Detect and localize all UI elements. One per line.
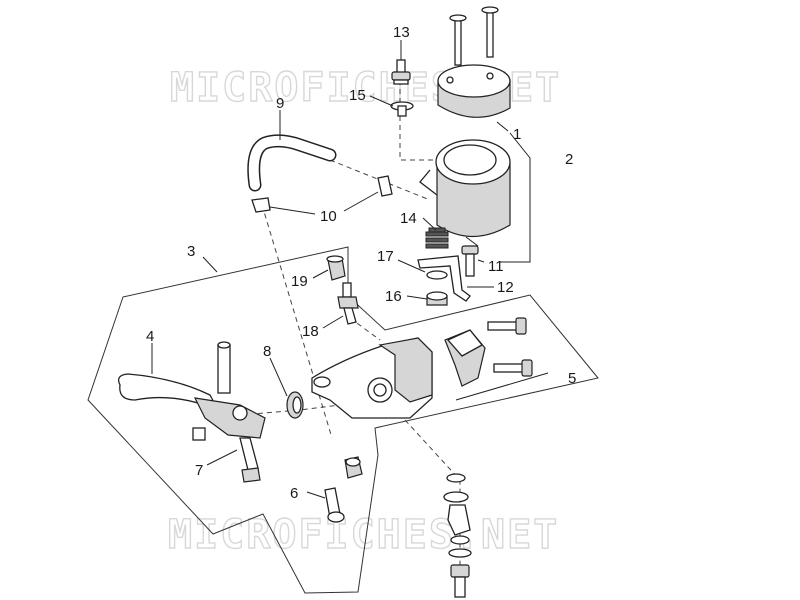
part-10-clip-left: [251, 197, 271, 213]
part-16-nut: [426, 291, 448, 306]
part-5-bolt-bottom: [493, 359, 533, 377]
callout-6: 6: [290, 485, 298, 502]
part-reservoir-screw-left: [449, 14, 467, 66]
part-8-bushing: [286, 391, 304, 419]
callout-18: 18: [302, 323, 319, 340]
master-cylinder-body: [311, 337, 433, 419]
part-7-adjuster: [192, 427, 261, 483]
callout-19: 19: [291, 273, 308, 290]
callout-leaders: [151, 40, 509, 499]
callout-16: 16: [385, 288, 402, 305]
watermark-bottom: MICROFICHES.NET: [168, 512, 559, 558]
callout-14: 14: [400, 210, 417, 227]
callout-11: 11: [488, 258, 504, 275]
callout-3: 3: [187, 243, 195, 260]
part-11-bolt: [461, 245, 479, 277]
part-19-cap: [326, 255, 346, 281]
part-15-washer: [390, 101, 414, 117]
part-4-brake-lever: [117, 341, 266, 439]
part-1-reservoir-cap: [437, 64, 511, 118]
callout-8: 8: [263, 343, 271, 360]
part-10-clip-right: [377, 175, 393, 197]
bracket-2: [500, 132, 531, 263]
callout-1: 1: [513, 126, 521, 143]
part-2-reservoir: [419, 139, 511, 238]
part-reservoir-screw-right: [481, 6, 499, 58]
callout-7: 7: [195, 462, 203, 479]
part-5-bolt-top: [487, 317, 527, 335]
part-18-bleeder: [337, 282, 359, 325]
callout-12: 12: [497, 279, 514, 296]
part-9-hose-inner: [248, 135, 335, 190]
callout-17: 17: [377, 248, 394, 265]
part-17-washer: [426, 270, 448, 280]
callout-10: 10: [320, 208, 337, 225]
assembly-line-pivot: [239, 404, 341, 416]
assembly-line-clip: [261, 204, 333, 439]
assembly-line-reservoir: [399, 80, 448, 161]
banjo-fitting-assembly: [443, 473, 472, 598]
handlebar-clamp: [444, 329, 486, 387]
callout-13: 13: [393, 24, 410, 41]
callout-2: 2: [565, 151, 573, 168]
callout-9: 9: [276, 95, 284, 112]
part-13-bolt: [391, 59, 411, 85]
callout-4: 4: [146, 328, 154, 345]
part-6-pin: [324, 456, 363, 523]
callout-15: 15: [349, 87, 366, 104]
part-14-spring: [425, 227, 449, 249]
callout-5: 5: [568, 370, 576, 387]
bracket-5: [455, 372, 549, 401]
assembly-line-fitting: [349, 317, 381, 341]
part-12-bracket: [417, 255, 471, 302]
